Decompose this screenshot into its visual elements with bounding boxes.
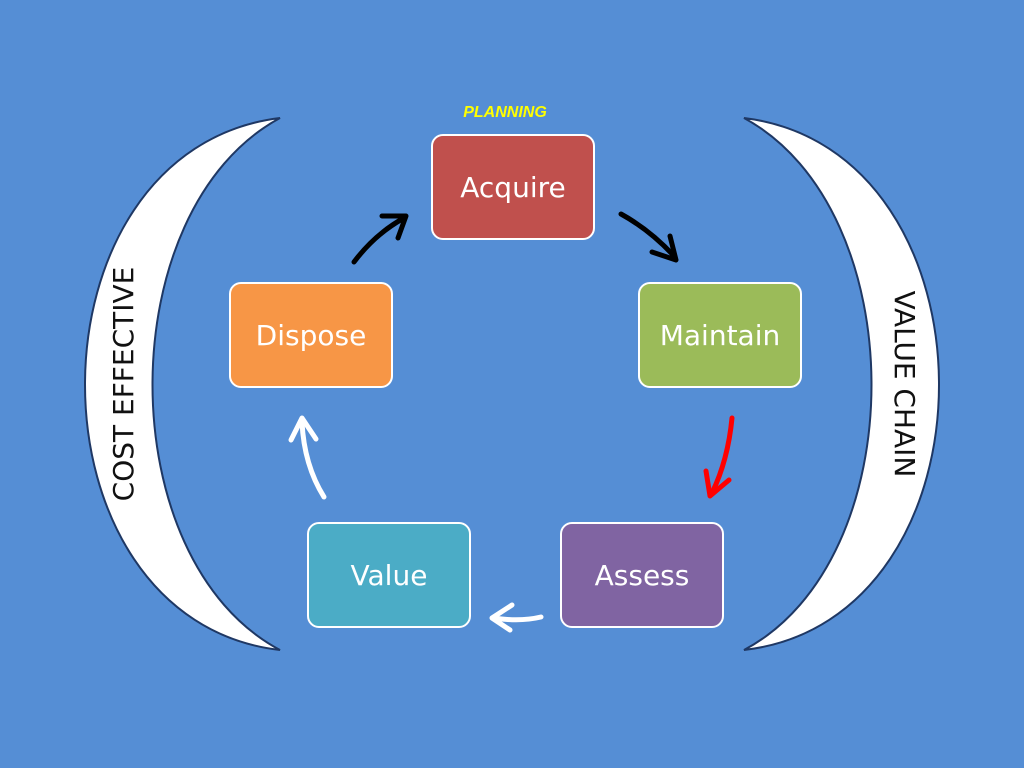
right-crescent: [743, 117, 940, 651]
node-acquire: Acquire: [431, 134, 595, 240]
node-value: Value: [307, 522, 471, 628]
arrow-assess-to-value: [489, 602, 544, 633]
left-crescent: [84, 117, 281, 651]
node-maintain: Maintain: [638, 282, 802, 388]
node-dispose: Dispose: [229, 282, 393, 388]
node-acquire-label: Acquire: [460, 170, 566, 204]
cost-effective-label: COST EFFECTIVE: [107, 266, 140, 502]
arrow-maintain-to-assess: [703, 415, 735, 499]
arrow-acquire-to-maintain: [618, 211, 679, 263]
arrow-value-to-dispose: [288, 415, 327, 500]
arrow-dispose-to-acquire: [351, 213, 409, 265]
node-maintain-label: Maintain: [659, 318, 781, 352]
value-chain-label: VALUE CHAIN: [888, 290, 921, 478]
node-assess: Assess: [560, 522, 724, 628]
node-dispose-label: Dispose: [255, 318, 367, 352]
node-value-label: Value: [350, 558, 428, 592]
planning-label: PLANNING: [463, 104, 547, 121]
node-assess-label: Assess: [594, 558, 690, 592]
